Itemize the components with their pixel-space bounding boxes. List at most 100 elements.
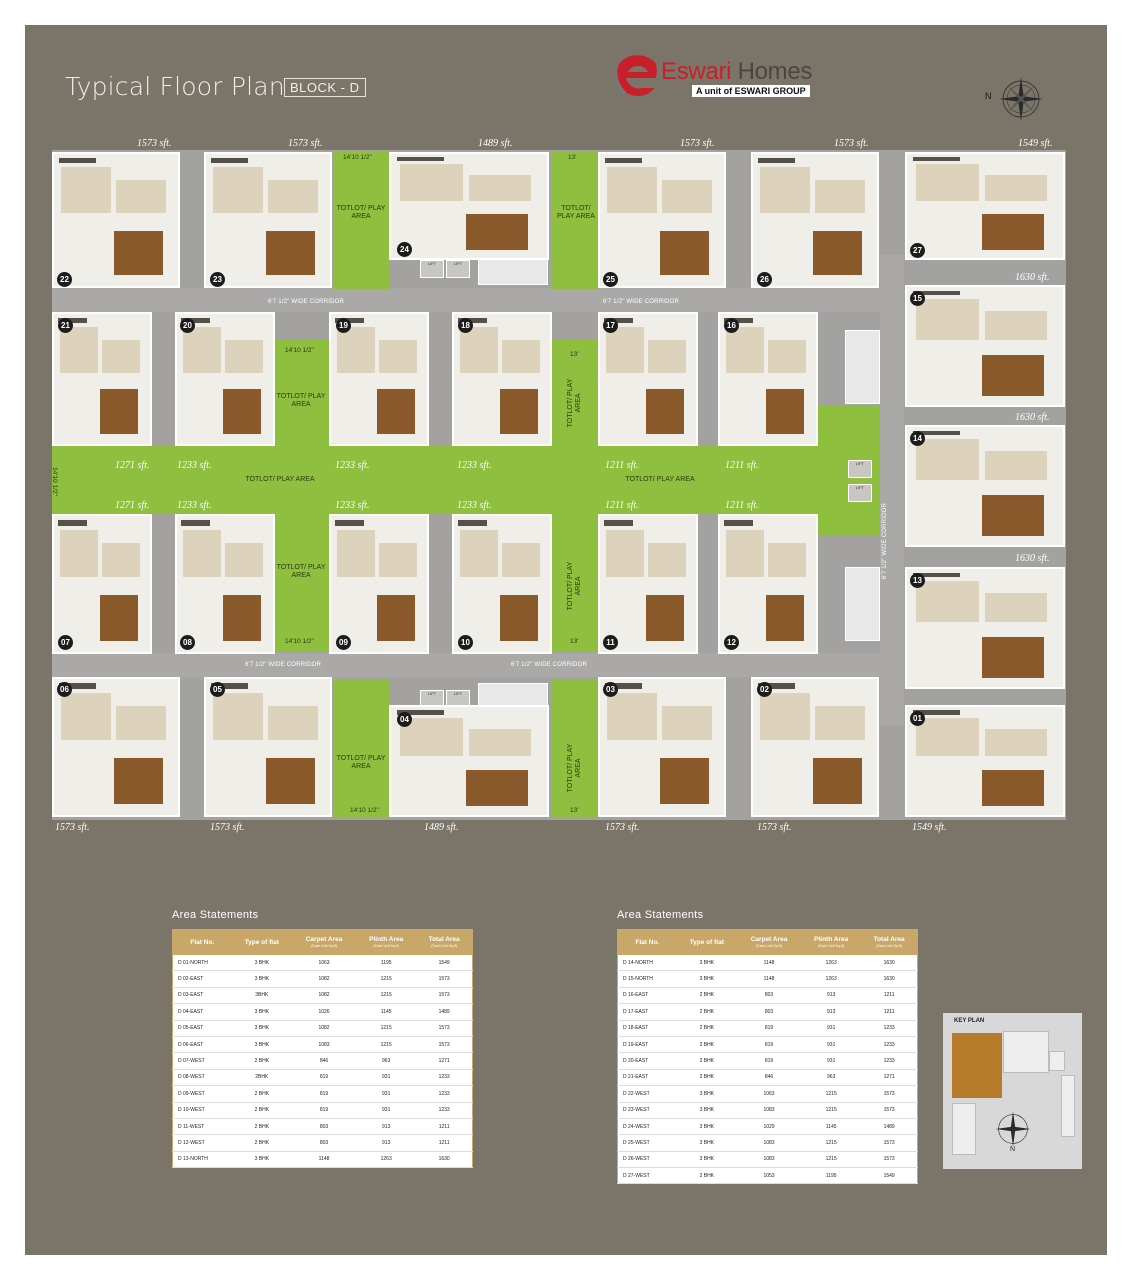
corridor-vertical bbox=[880, 255, 904, 725]
bedroom-wood-floor bbox=[465, 214, 529, 250]
room-floor bbox=[213, 692, 264, 741]
table-cell: 1083 bbox=[291, 1036, 357, 1054]
balcony bbox=[603, 317, 633, 324]
table-cell: D 25-WEST bbox=[617, 1134, 677, 1152]
staircase bbox=[845, 567, 880, 641]
table-cell: 1263 bbox=[801, 955, 862, 972]
key-plan-block bbox=[1049, 1051, 1065, 1071]
table-cell: 1215 bbox=[356, 1036, 417, 1054]
lift: LIFT bbox=[848, 460, 872, 478]
balcony bbox=[723, 520, 753, 526]
column-header: Flat No. bbox=[172, 929, 232, 955]
table-cell: 1215 bbox=[801, 1151, 862, 1169]
room-floor bbox=[379, 543, 418, 578]
table-cell: 1233 bbox=[861, 1036, 918, 1054]
corridor-bottom bbox=[52, 653, 892, 677]
dimension-label: 13' bbox=[568, 154, 577, 161]
room-floor bbox=[985, 592, 1048, 623]
room-floor bbox=[379, 340, 418, 373]
room-floor bbox=[985, 310, 1048, 341]
play-area-label: TOTLOT/ PLAY AREA bbox=[557, 205, 595, 220]
key-plan-block bbox=[1061, 1075, 1075, 1137]
unit-number-badge: 14 bbox=[910, 431, 925, 446]
room-floor bbox=[336, 327, 376, 373]
balcony bbox=[604, 157, 643, 164]
balcony bbox=[180, 317, 210, 324]
table-cell: 1211 bbox=[861, 987, 918, 1005]
corridor-top bbox=[52, 288, 892, 312]
bedroom-wood-floor bbox=[766, 594, 805, 642]
bedroom-wood-floor bbox=[265, 757, 316, 805]
table-cell: 1083 bbox=[736, 1151, 802, 1169]
bedroom-wood-floor bbox=[223, 389, 262, 434]
unit-number-badge: 16 bbox=[724, 318, 739, 333]
play-area-bottom-1 bbox=[333, 680, 389, 818]
table-cell: 3 BHK bbox=[676, 1134, 737, 1152]
unit-area-label: 1573 sft. bbox=[605, 822, 640, 833]
room-floor bbox=[662, 180, 712, 214]
room-floor bbox=[725, 529, 765, 578]
unit-area-label: 1233 sft. bbox=[335, 460, 370, 471]
room-floor bbox=[268, 180, 318, 214]
table-cell: D 12-WEST bbox=[172, 1134, 232, 1152]
balcony bbox=[757, 683, 796, 689]
table-cell: 931 bbox=[801, 1036, 862, 1054]
room-floor bbox=[400, 717, 463, 756]
unit-area-label: 1211 sft. bbox=[725, 460, 759, 471]
table-cell: D 01-NORTH bbox=[172, 955, 232, 972]
page-title: Typical Floor Plan bbox=[65, 72, 285, 101]
table-cell: 2 BHK bbox=[676, 987, 737, 1005]
table-cell: 1573 bbox=[861, 1102, 918, 1119]
table-cell: 3 BHK bbox=[231, 970, 292, 988]
unit-area-label: 1573 sft. bbox=[834, 138, 869, 149]
room-floor bbox=[116, 706, 166, 741]
play-area-mid-1 bbox=[273, 340, 329, 450]
unit-number-badge: 26 bbox=[757, 272, 772, 287]
table-cell: 931 bbox=[801, 1052, 862, 1070]
table-cell: 1233 bbox=[416, 1102, 473, 1119]
table-cell: 1215 bbox=[356, 1020, 417, 1037]
room-floor bbox=[662, 706, 712, 741]
column-header: Plinth Area(Each Unit Sq.ft) bbox=[801, 929, 862, 955]
room-floor bbox=[760, 167, 811, 214]
area-statements-title-right: Area Statements bbox=[617, 909, 704, 921]
unit-area-label: 1489 sft. bbox=[478, 138, 513, 149]
play-area-label: TOTLOT/ PLAY AREA bbox=[567, 561, 582, 611]
table-cell: 1215 bbox=[801, 1085, 862, 1103]
unit-area-label: 1573 sft. bbox=[210, 822, 245, 833]
apartment-unit bbox=[389, 705, 549, 817]
column-header: Total Area(Each Unit Sq.ft) bbox=[416, 929, 473, 955]
table-cell: 931 bbox=[356, 1102, 417, 1119]
table-cell: D 23-WEST bbox=[617, 1102, 677, 1119]
unit-number-badge: 12 bbox=[724, 635, 739, 650]
room-floor bbox=[469, 174, 532, 201]
dimension-label: 13' bbox=[570, 807, 579, 814]
apartment-unit bbox=[905, 285, 1065, 407]
corridor-label-bottom-right: 6'7 1/2" WIDE CORRIDOR bbox=[511, 662, 588, 668]
dimension-label: 13' bbox=[570, 351, 579, 358]
balcony bbox=[57, 520, 87, 526]
balcony bbox=[210, 683, 249, 689]
play-area-mid-2 bbox=[551, 340, 599, 450]
table-cell: 3 BHK bbox=[231, 1036, 292, 1054]
table-cell: 1063 bbox=[736, 1085, 802, 1103]
apartment-unit bbox=[175, 514, 275, 654]
bedroom-wood-floor bbox=[981, 495, 1045, 536]
table-cell: 1549 bbox=[416, 955, 473, 972]
room-floor bbox=[985, 728, 1048, 756]
room-floor bbox=[182, 529, 222, 578]
table-cell: 1215 bbox=[356, 970, 417, 988]
table-cell: 3 BHK bbox=[676, 1085, 737, 1103]
table-cell: 1489 bbox=[861, 1118, 918, 1136]
